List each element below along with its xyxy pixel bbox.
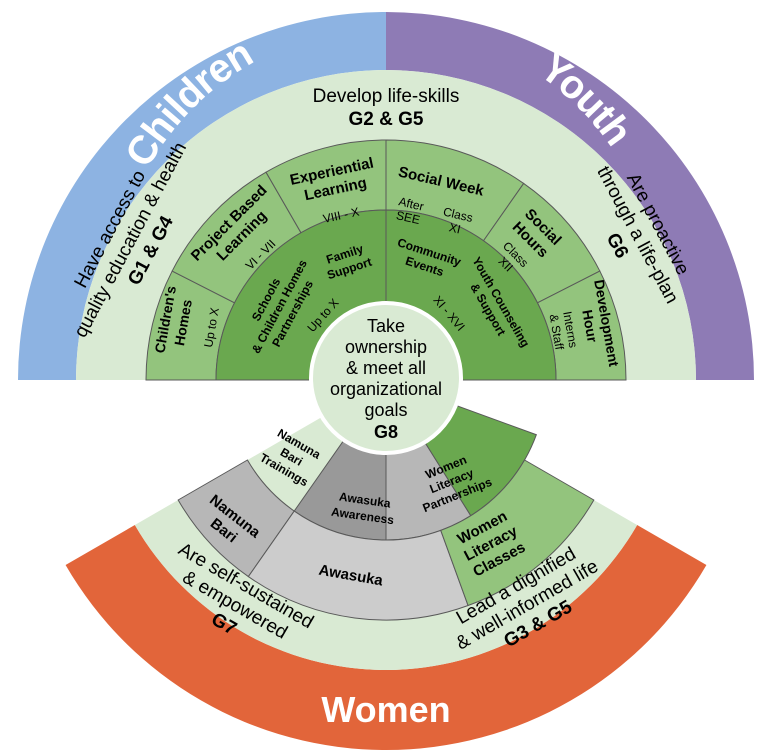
svg-text:ownership: ownership <box>345 337 427 357</box>
women-program-ring <box>177 403 595 621</box>
svg-text:Interns: Interns <box>560 310 580 349</box>
top-goal-text: Develop life-skills <box>313 86 460 107</box>
svg-text:SEE: SEE <box>395 208 422 227</box>
women-literacy-classes-segment <box>440 459 595 607</box>
svg-text:goals: goals <box>364 400 407 420</box>
svg-text:organizational: organizational <box>330 379 442 399</box>
svg-text:& meet all: & meet all <box>346 358 426 378</box>
svg-text:& Staff: & Staff <box>547 313 567 351</box>
svg-text:Class: Class <box>442 205 474 225</box>
development-hour-label: Development Hour Interns & Staff <box>547 278 623 368</box>
svg-text:G8: G8 <box>374 422 398 442</box>
svg-text:Take: Take <box>367 316 405 336</box>
svg-text:Up to X: Up to X <box>201 307 222 349</box>
center-goal: Take ownership & meet all organizational… <box>330 316 442 442</box>
namuna-bari-segment <box>177 459 295 578</box>
center-circle <box>309 301 463 455</box>
youth-outer-band <box>386 12 754 380</box>
women-label: Women <box>321 689 450 730</box>
outer-program-ring <box>145 139 627 381</box>
top-goal-code: G2 & G5 <box>349 109 424 130</box>
svg-text:Hour: Hour <box>579 309 601 344</box>
svg-text:XI: XI <box>448 220 462 236</box>
svg-text:After: After <box>397 194 425 213</box>
women-wheel <box>65 380 707 750</box>
awasuka-segment <box>247 510 469 621</box>
women-outer-band <box>65 525 707 750</box>
children-outer-band <box>18 12 386 380</box>
